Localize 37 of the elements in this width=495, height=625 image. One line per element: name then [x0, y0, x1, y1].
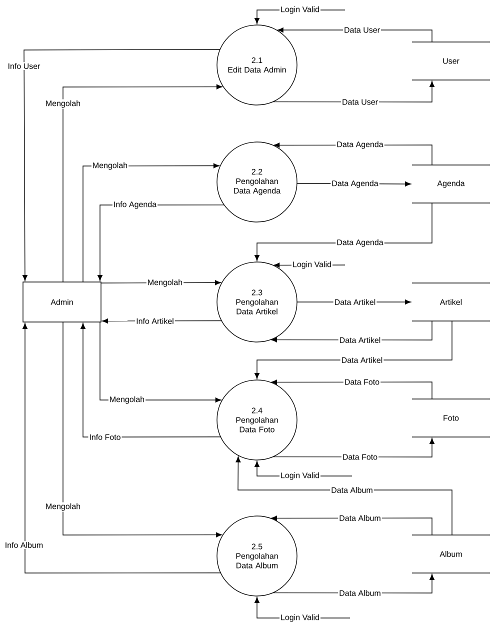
- data-store: Foto: [412, 398, 490, 438]
- data-store: Artikel: [412, 282, 490, 322]
- edge-label: Login Valid: [280, 5, 320, 15]
- edge-label: Data User: [340, 98, 379, 106]
- edge-label: Login Valid: [292, 260, 332, 270]
- arrow: [22, 49, 221, 281]
- arrow: [62, 322, 222, 538]
- edge-label: Data Agenda: [336, 140, 384, 150]
- edge-label: Info Artikel: [135, 317, 175, 325]
- edge-label: Data Album: [338, 589, 382, 597]
- arrow: [62, 84, 222, 282]
- edge-label: Info Agenda: [112, 200, 158, 210]
- edge-label: Data Artikel: [340, 356, 384, 364]
- data-store: Album: [412, 534, 490, 574]
- edge-label: Login Valid: [280, 613, 320, 623]
- entity-box: Admin: [22, 282, 102, 322]
- edge-label: Data Agenda: [330, 179, 380, 189]
- edge-label: Mengolah: [91, 161, 129, 171]
- edge-label: Data Foto: [343, 378, 381, 386]
- edge-label: Data Album: [338, 514, 382, 522]
- edge-label: Mengolah: [44, 502, 82, 512]
- arrow: [22, 323, 222, 574]
- edge-label: Data Artikel: [333, 298, 377, 306]
- data-store: Agenda: [412, 164, 490, 204]
- edge-label: Info User: [6, 62, 42, 70]
- edge-label: Data Agenda: [336, 238, 384, 248]
- edge-label: Mengolah: [146, 278, 184, 288]
- edge-label: Info Foto: [88, 433, 122, 441]
- edge-label: Login Valid: [280, 471, 320, 481]
- edge-label: Data Artikel: [338, 336, 382, 344]
- edge-label: Data Album: [330, 486, 374, 494]
- edge-label: Data User: [343, 26, 381, 34]
- edge-label: Data Foto: [341, 453, 379, 461]
- data-store: User: [412, 42, 490, 80]
- edge-label: Mengolah: [108, 395, 146, 405]
- edge-label: Info Album: [4, 541, 44, 549]
- edge-label: Mengolah: [44, 99, 82, 109]
